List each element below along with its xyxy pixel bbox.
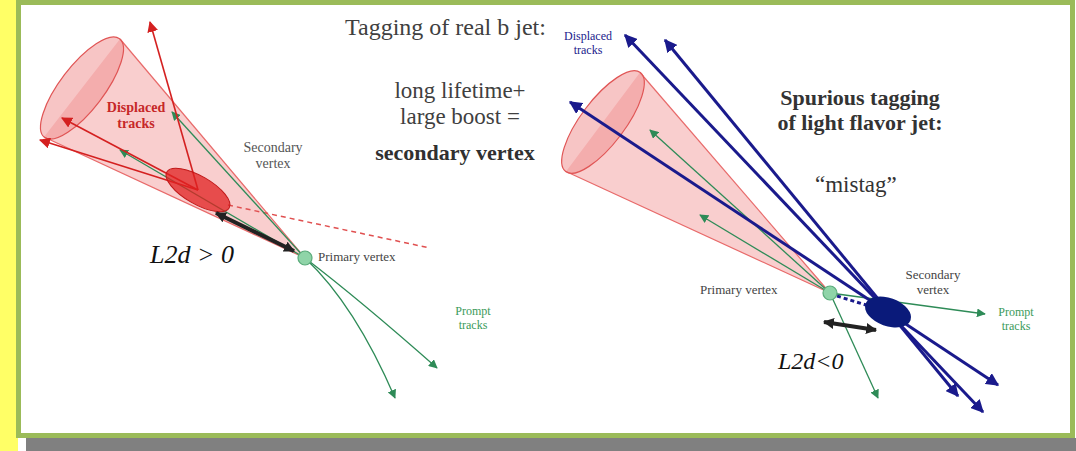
track-label: Prompt tracks — [452, 305, 494, 333]
prompt-track — [305, 258, 395, 398]
distance-label: L2d > 0 — [150, 240, 234, 270]
decay-length-arrow — [824, 322, 876, 330]
flight-direction — [228, 205, 430, 248]
track-label: Displaced tracks — [560, 30, 616, 58]
fake-displaced-track — [665, 40, 958, 396]
b-jet-drawing — [27, 22, 437, 398]
distance-label: L2d<0 — [778, 348, 844, 376]
track-label: Displaced tracks — [104, 100, 168, 132]
quote-text: “mistag” — [815, 172, 897, 198]
prompt-track — [305, 258, 437, 368]
primary-vertex — [298, 251, 312, 265]
side-strip — [0, 0, 18, 451]
cone-edge — [566, 172, 830, 294]
bottom-bar — [26, 438, 1076, 451]
vertex-label: Primary vertex — [318, 250, 396, 265]
panel-frame — [19, 3, 1073, 436]
heading-text: Spurious tagging of light flavor jet: — [775, 85, 945, 136]
prompt-track — [700, 215, 830, 293]
description-text: long lifetime+ large boost = — [385, 78, 535, 131]
cone-cap — [548, 59, 658, 185]
primary-vertex — [823, 286, 837, 300]
vertex-label: Secondary vertex — [240, 140, 306, 172]
fake-displaced-track — [625, 35, 983, 412]
cone-edge — [44, 137, 305, 258]
fake-displaced-track — [570, 102, 998, 385]
cone-cap — [27, 25, 137, 150]
vertex-label: Secondary vertex — [900, 268, 966, 298]
track-label: Prompt tracks — [995, 306, 1037, 334]
key-term: secondary vertex — [370, 140, 540, 165]
mistag-drawing — [548, 35, 998, 412]
secondary-vertex — [160, 160, 236, 220]
flight-direction — [837, 296, 866, 305]
cone-edge — [120, 39, 305, 258]
vertex-label: Primary vertex — [700, 283, 778, 298]
heading-text: Tagging of real b jet: — [345, 14, 546, 42]
